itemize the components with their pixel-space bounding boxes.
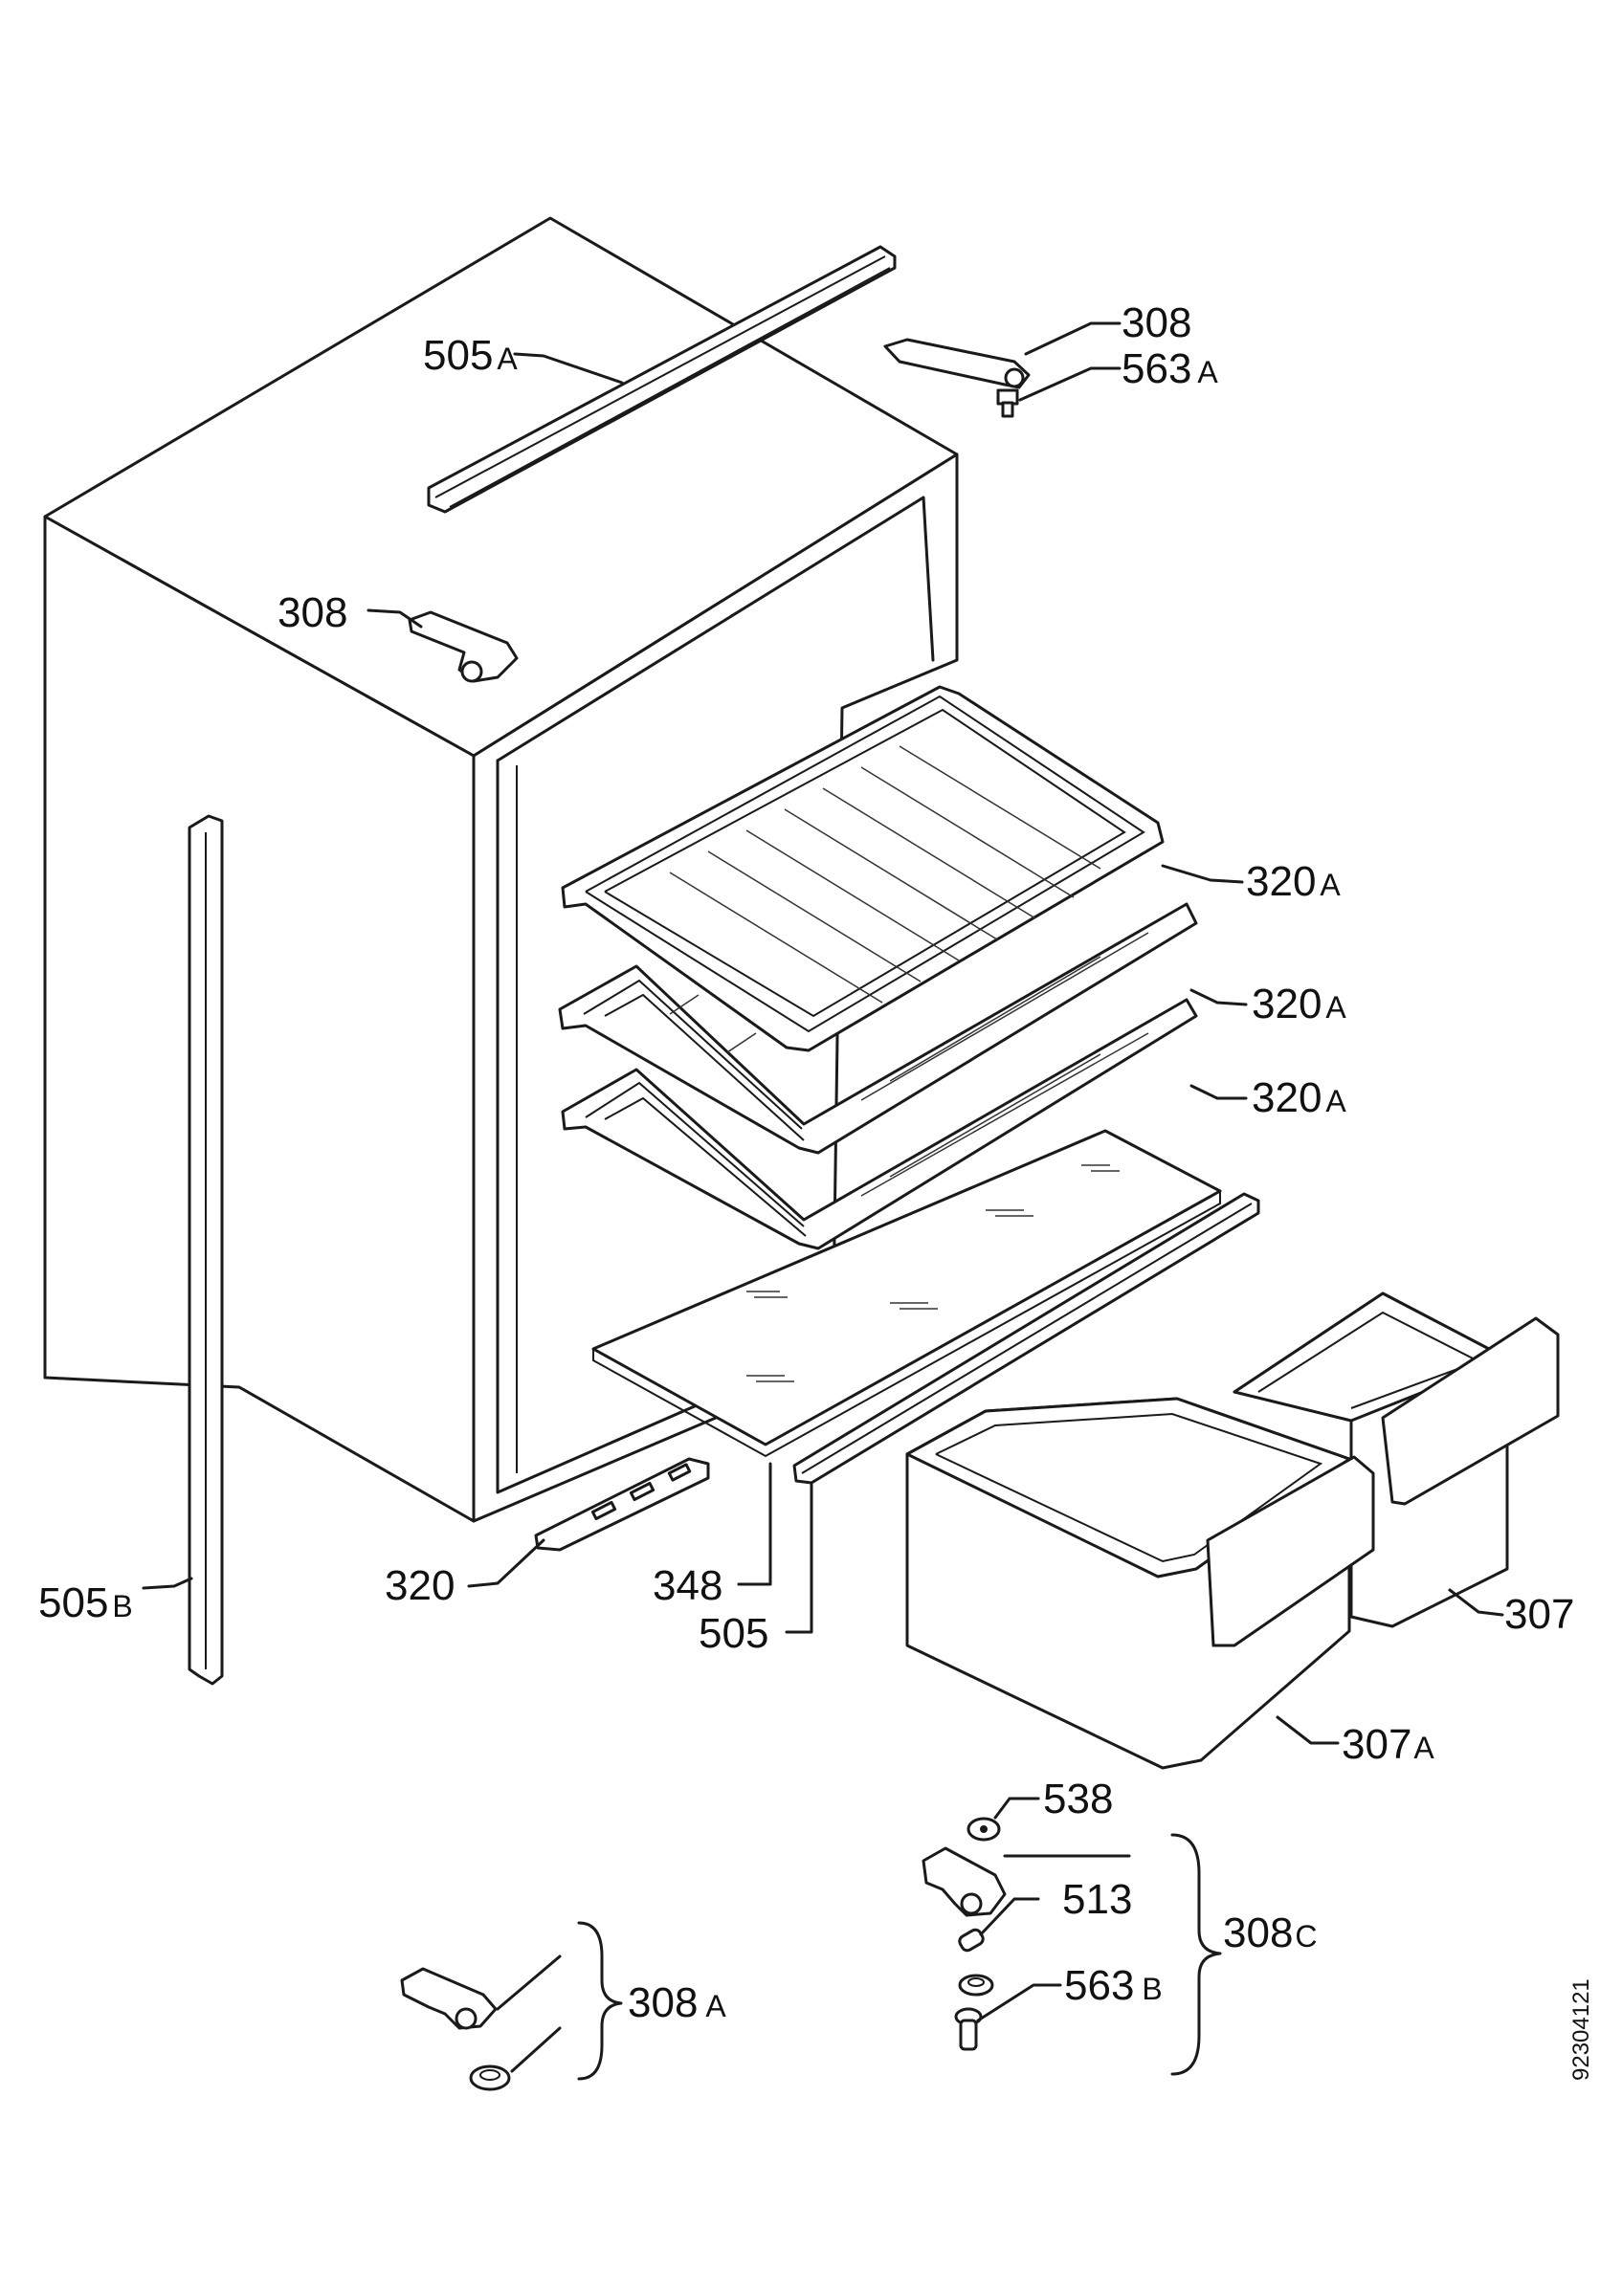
drawer-307-part: [1233, 1292, 1560, 1628]
part-513: [958, 1928, 985, 1953]
label-505: 505: [699, 1610, 768, 1657]
hinge-top-left-part: [408, 610, 519, 683]
label-308c: 308C: [1223, 1910, 1318, 1956]
label-307a: 307A: [1342, 1721, 1434, 1768]
washer-part: [958, 1974, 994, 1997]
label-348: 348: [653, 1562, 722, 1609]
brace-308a: [577, 1921, 623, 2081]
label-513: 513: [1062, 1876, 1132, 1923]
screw-563a-part: [996, 388, 1019, 418]
shelf-top-part: [561, 685, 1165, 1052]
label-320: 320: [385, 1562, 455, 1609]
document-number: 92304121: [1568, 1978, 1594, 2081]
bottom-rail-part: [534, 1457, 710, 1552]
glass-plate-part: [591, 1129, 1222, 1458]
label-308-top-right: 308: [1122, 299, 1191, 346]
label-538: 538: [1043, 1776, 1113, 1822]
hinge-308a-part: [400, 1967, 498, 2030]
brace-308c: [1170, 1833, 1222, 2076]
top-rail-part: [427, 245, 897, 514]
leader-lines: [142, 321, 1504, 2073]
front-strip-part: [792, 1192, 1260, 1485]
hinge-308c-part: [922, 1846, 1007, 1917]
drawer-307a-part: [905, 1397, 1375, 1770]
shelf-bottom-part: [561, 998, 1198, 1250]
screw-563b-part: [954, 2007, 983, 2051]
door-seal-part: [188, 814, 224, 1686]
cap-308a-part: [469, 2064, 511, 2091]
part-538: [967, 1817, 1001, 1842]
hinge-top-right-part: [883, 338, 1031, 389]
shelf-middle-part: [558, 902, 1198, 1155]
label-308-top-left: 308: [278, 589, 347, 636]
label-307: 307: [1504, 1591, 1574, 1638]
